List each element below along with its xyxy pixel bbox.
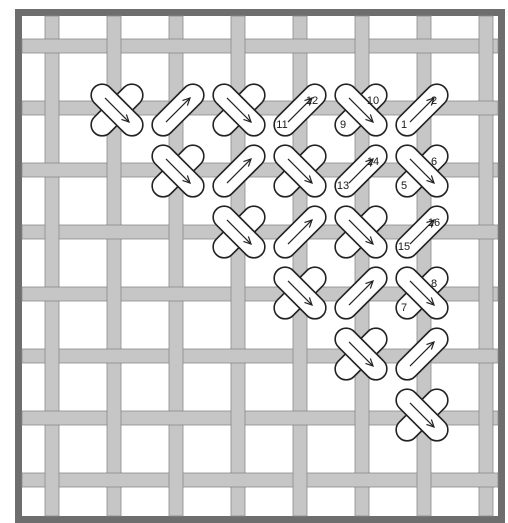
stitch-number: 9 <box>340 119 346 131</box>
thread-weave <box>478 349 494 363</box>
stitch-number: 14 <box>367 156 379 168</box>
thread-weave <box>354 473 370 487</box>
thread-vertical <box>45 16 59 516</box>
thread-weave <box>168 287 184 301</box>
thread-weave <box>478 225 494 239</box>
stitch-number: 10 <box>367 95 379 107</box>
thread-vertical <box>479 16 493 516</box>
thread-weave <box>44 287 60 301</box>
thread-weave <box>478 101 494 115</box>
thread-weave <box>44 411 60 425</box>
stitch-number: 13 <box>337 180 349 192</box>
thread-weave <box>416 39 432 53</box>
stitch-number: 1 <box>401 119 407 131</box>
thread-weave <box>106 349 122 363</box>
thread-weave <box>230 473 246 487</box>
thread-weave <box>168 411 184 425</box>
stitch-number: 15 <box>398 241 410 253</box>
stitch-number: 6 <box>431 156 437 168</box>
stitch-number: 16 <box>428 217 440 229</box>
stitch-number: 5 <box>401 180 407 192</box>
thread-weave <box>230 349 246 363</box>
stitch-number: 7 <box>401 302 407 314</box>
stitch-number: 12 <box>306 95 318 107</box>
thread-weave <box>292 39 308 53</box>
thread-weave <box>44 39 60 53</box>
thread-weave <box>106 473 122 487</box>
stitch-number: 8 <box>431 278 437 290</box>
stitch-number: 2 <box>431 95 437 107</box>
thread-weave <box>106 225 122 239</box>
thread-weave <box>478 473 494 487</box>
thread-weave <box>292 411 308 425</box>
thread-weave <box>44 163 60 177</box>
thread-weave <box>168 39 184 53</box>
stitch-number: 11 <box>276 119 287 131</box>
